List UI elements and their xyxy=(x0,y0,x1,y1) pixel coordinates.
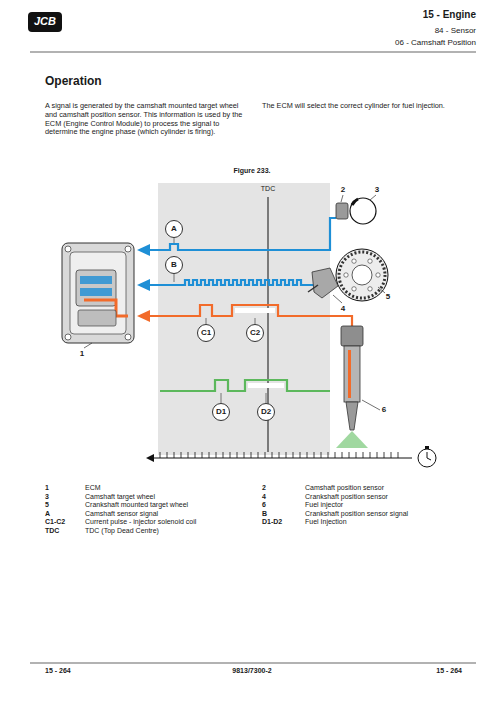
tdc-label: TDC xyxy=(261,185,275,193)
body-text: The ECM will select the correct cylinder… xyxy=(262,102,462,111)
body-text: A signal is generated by the camshaft mo… xyxy=(45,102,245,137)
signal-callout-circle: C1 xyxy=(197,324,215,342)
arrowhead xyxy=(137,279,150,291)
key-code: B xyxy=(262,510,267,518)
key-text: Crankshaft position sensor signal xyxy=(305,510,408,518)
key-text: ECM xyxy=(85,484,101,492)
key-code: 4 xyxy=(262,493,266,501)
callout-number: 3 xyxy=(375,185,379,195)
key-code: 5 xyxy=(45,501,49,509)
page-title: Operation xyxy=(45,74,102,88)
figure-caption: Figure 233. xyxy=(234,167,271,175)
callout-number: 1 xyxy=(80,349,84,359)
key-text: Fuel Injection xyxy=(305,518,347,526)
callout-letter: D2 xyxy=(261,408,271,416)
pulse-fill xyxy=(248,383,284,388)
camshaft-sensor xyxy=(336,203,348,219)
leader-line xyxy=(362,400,380,410)
signal-callout-circle: D1 xyxy=(212,403,230,421)
key-text: TDC (Top Dead Centre) xyxy=(85,527,159,535)
signal-callout-circle: B xyxy=(165,256,183,274)
arrowhead xyxy=(137,310,150,322)
callout-number: 4 xyxy=(341,304,345,314)
section-header: 15 - Engine xyxy=(423,9,476,21)
key-code: A xyxy=(45,510,50,518)
key-text: Crankshaft position sensor xyxy=(305,493,388,501)
key-code: D1-D2 xyxy=(262,518,282,526)
arrowhead xyxy=(137,244,150,256)
header-rule xyxy=(30,52,476,53)
callout-letter: C1 xyxy=(201,329,211,337)
crankshaft-target-wheel xyxy=(336,249,388,301)
pulse-fill xyxy=(235,308,275,313)
camshaft-signal-trace xyxy=(148,218,336,250)
crankshaft-signal-trace xyxy=(148,280,318,285)
injection-trace xyxy=(160,380,330,391)
key-code: 1 xyxy=(45,484,49,492)
signal-callout-circle: A xyxy=(165,220,183,238)
callout-letter: C2 xyxy=(250,329,260,337)
key-code: C1-C2 xyxy=(45,518,65,526)
key-text: Fuel injector xyxy=(305,501,343,509)
leader-line xyxy=(333,295,342,303)
fuel-injector xyxy=(336,326,368,448)
key-code: 3 xyxy=(45,493,49,501)
section-header: 06 - Camshaft Position xyxy=(395,38,476,48)
ecm-unit xyxy=(62,243,134,343)
signal-callout-circle: D2 xyxy=(257,403,275,421)
key-text: Crankshaft mounted target wheel xyxy=(85,501,188,509)
key-text: Current pulse - injector solenoid coil xyxy=(85,518,196,526)
logo-text: JCB xyxy=(34,15,56,28)
leader-line xyxy=(84,343,92,348)
stopwatch-icon xyxy=(418,446,436,467)
leader-line xyxy=(378,287,385,293)
signal-callout-circle: C2 xyxy=(246,324,264,342)
timing-band xyxy=(158,183,330,455)
leader-line xyxy=(370,195,376,200)
callout-number: 6 xyxy=(382,405,386,415)
footer-rule xyxy=(30,663,476,664)
page-number: 15 - 264 xyxy=(436,667,462,675)
time-axis xyxy=(152,458,412,459)
key-code: TDC xyxy=(45,527,59,535)
callout-number: 5 xyxy=(386,292,390,302)
callout-letter: D1 xyxy=(216,408,226,416)
document-number: 9813/7300-2 xyxy=(232,667,271,675)
callout-letter: A xyxy=(171,225,177,233)
leader-line xyxy=(341,195,343,202)
callout-number: 2 xyxy=(341,185,345,195)
key-code: 2 xyxy=(262,484,266,492)
key-text: Camshaft position sensor xyxy=(305,484,384,492)
crankshaft-sensor xyxy=(308,268,338,298)
key-text: Camshaft sensor signal xyxy=(85,510,158,518)
arrowhead xyxy=(146,454,154,462)
time-ticks xyxy=(160,452,398,458)
leader-lines xyxy=(174,238,266,403)
logo-badge xyxy=(28,12,62,32)
key-text: Camshaft target wheel xyxy=(85,493,155,501)
key-code: 6 xyxy=(262,501,266,509)
callout-letter: B xyxy=(171,261,177,269)
page-number: 15 - 264 xyxy=(45,667,71,675)
camshaft-target-wheel xyxy=(350,198,376,224)
section-header: 84 - Sensor xyxy=(435,26,476,36)
